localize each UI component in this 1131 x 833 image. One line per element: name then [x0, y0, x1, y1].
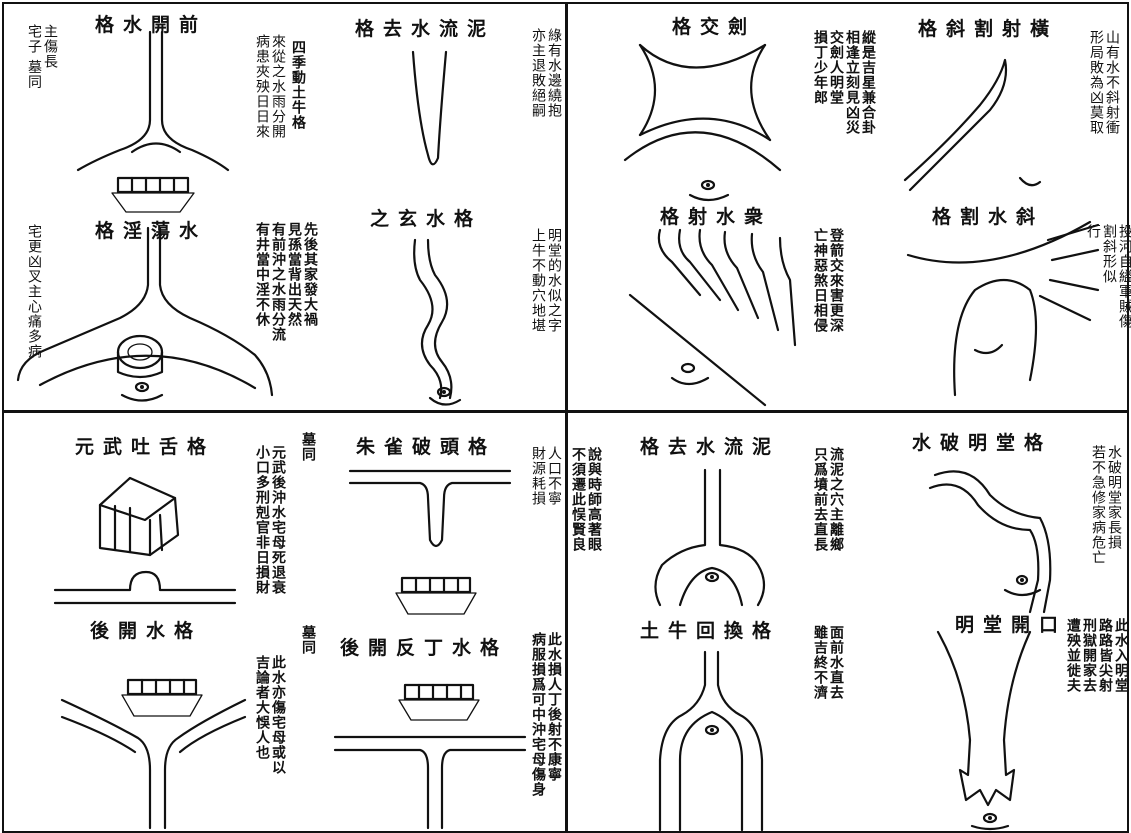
- panel-caption: 墓同: [300, 432, 316, 492]
- diagram-front-open-water: [78, 32, 228, 170]
- house-icon: [396, 578, 476, 614]
- diagram-black-tortoise: [55, 478, 235, 603]
- diagram-slanting-water: [905, 60, 1040, 190]
- panel-caption: 元武後沖水宅母死退衰 小口多刑剋官非日損財: [254, 445, 286, 645]
- diagram-broken-head: [350, 471, 510, 614]
- panel-title: 水破明堂格: [912, 428, 1052, 455]
- diagram-reverse-t-water: [335, 685, 525, 828]
- diagram-mud-flow-water: [655, 470, 764, 605]
- panel-caption: 明堂的水似之字 上牛不動穴地堪: [530, 228, 562, 398]
- panel-title: 格斜割射橫: [918, 14, 1058, 41]
- panel-caption: 縱是吉星兼合卦 相逢立刻見凶災 交劍人明堂 損丁少年郎: [812, 30, 876, 180]
- panel-title: 格去水流泥: [355, 14, 495, 41]
- diagram-back-open-water: [62, 680, 245, 828]
- panel-title: 格淫蕩水: [95, 216, 207, 243]
- diagram-flowing-water: [413, 52, 446, 164]
- panel-caption: 宅更凶叉主心痛多病: [26, 224, 42, 404]
- panel-title: 元武吐舌格: [75, 432, 215, 459]
- panel-caption: 綠有水邊繞抱 亦主退敗絕嗣: [530, 28, 562, 178]
- diagram-zigzag-water: [414, 240, 460, 405]
- house-icon: [112, 178, 194, 212]
- panel-caption: 先後其家發大禍 見孫當背出天然 有前沖之水雨分流 有井當中淫不休: [254, 222, 318, 372]
- panel-title: 之玄水格: [370, 204, 482, 231]
- house-icon: [399, 685, 479, 720]
- diagram-lewd-water: [18, 228, 272, 401]
- panel-title: 後開反丁水格: [340, 633, 508, 660]
- panel-caption: 墓同: [300, 625, 316, 685]
- panel-title: 格割水斜: [932, 202, 1044, 229]
- panel-caption: 此水損人丁後射不康寧 病服損爲可中沖宅母傷身: [530, 632, 562, 832]
- diagram-broken-hall-water: [930, 471, 1050, 612]
- diagram-bright-hall-opening: [938, 632, 1030, 829]
- diagram-crossed-swords: [625, 45, 780, 200]
- panel-title: 明堂開口: [955, 610, 1067, 637]
- panel-caption: 此水入明堂 路路皆尖射 刑獄開家去 遭殃並徙夫: [1065, 618, 1129, 828]
- panel-title: 土牛回換格: [640, 616, 780, 643]
- panel-title: 朱雀破頭格: [356, 432, 496, 459]
- diagram-many-arrows: [630, 230, 795, 405]
- panel-caption: 登箭交來害更深 亡神惡煞日相侵: [812, 228, 844, 378]
- diagram-earth-ox-turn: [660, 652, 762, 830]
- panel-title: 後開水格: [90, 616, 202, 643]
- panel-caption: 水破明堂家長損 若不急修家病危亡: [1090, 445, 1122, 605]
- panel-caption: 人口不寧 財源耗損: [530, 446, 562, 576]
- panel-caption: 山有水不斜射衝 形局敗為凶莫取: [1088, 30, 1120, 190]
- panel-caption: 說與時師高著眼 不須遷此悮賢良: [570, 447, 602, 597]
- panel-caption: 此水亦傷宅母或以 吉論者大悞人也: [254, 655, 286, 825]
- panel-title: 格射水衆: [660, 202, 772, 229]
- panel-caption: 流泥之穴主離鄉 只爲墳前去直長: [812, 447, 844, 597]
- house-icon: [122, 680, 202, 716]
- panel-caption: 來從之水雨分開 病患夾殃日日來: [254, 34, 286, 184]
- diagram-slicing-water: [908, 222, 1098, 395]
- panel-title: 格去水流泥: [640, 432, 780, 459]
- panel-caption: 面前水直去 雖吉終不濟: [812, 625, 844, 765]
- panel-caption: 刀劍交來頭破破 投河自縊軍賊傷 割斜形似 行: [1085, 224, 1131, 404]
- panel-title: 格水開前: [95, 10, 207, 37]
- panel-caption: 四季動土牛格: [290, 40, 306, 190]
- panel-caption: 主傷長 宅子 墓同: [26, 24, 58, 184]
- panel-title: 格交劍: [672, 12, 756, 39]
